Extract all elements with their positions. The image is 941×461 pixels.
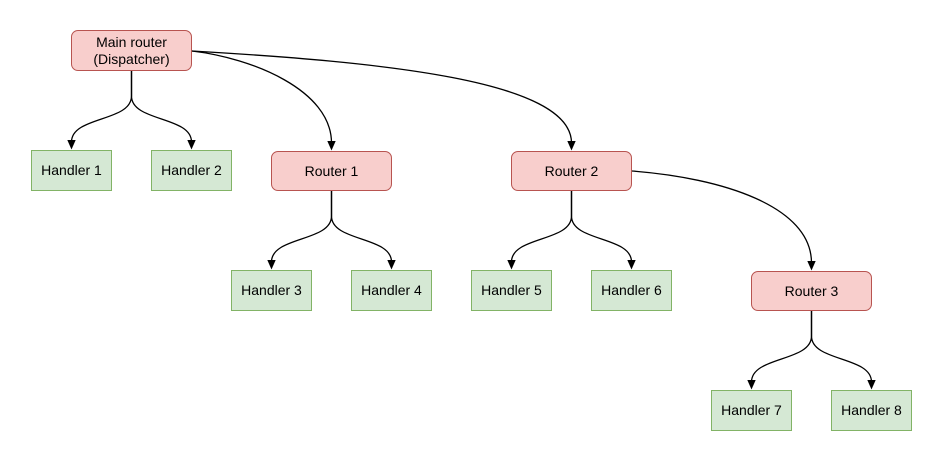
edge-router-3-to-handler-7	[747, 311, 813, 390]
edge-router-1-to-handler-3	[267, 191, 333, 270]
node-handler-7[interactable]: Handler 7	[711, 390, 792, 431]
node-main-router-label-line2: (Dispatcher)	[93, 50, 170, 67]
node-handler-8[interactable]: Handler 8	[831, 390, 912, 431]
node-router-1-label: Router 1	[304, 162, 359, 179]
node-router-2[interactable]: Router 2	[511, 151, 632, 191]
node-handler-1-label: Handler 1	[41, 162, 102, 178]
node-router-3[interactable]: Router 3	[751, 271, 872, 311]
edge-main-router-to-router-2	[191, 50, 576, 151]
node-router-1[interactable]: Router 1	[271, 151, 392, 191]
node-router-2-label: Router 2	[544, 162, 599, 179]
node-handler-4-label: Handler 4	[361, 282, 422, 298]
node-main-router-label-line1: Main router	[96, 33, 167, 50]
node-handler-2[interactable]: Handler 2	[151, 150, 232, 191]
edge-router-2-to-handler-6	[570, 191, 636, 270]
node-handler-8-label: Handler 8	[841, 402, 902, 418]
node-handler-5[interactable]: Handler 5	[471, 270, 552, 311]
node-handler-7-label: Handler 7	[721, 402, 782, 418]
edge-router-3-to-handler-8	[810, 311, 876, 390]
edge-main-router-to-handler-1	[67, 71, 133, 150]
node-handler-6[interactable]: Handler 6	[591, 270, 672, 311]
node-handler-4[interactable]: Handler 4	[351, 270, 432, 311]
edge-router-2-to-handler-5	[507, 191, 573, 270]
node-handler-3[interactable]: Handler 3	[231, 270, 312, 311]
node-router-3-label: Router 3	[784, 282, 839, 299]
edge-main-router-to-handler-2	[130, 71, 196, 150]
edge-router-1-to-handler-4	[330, 191, 396, 270]
node-handler-1[interactable]: Handler 1	[31, 150, 112, 191]
node-handler-5-label: Handler 5	[481, 282, 542, 298]
node-handler-3-label: Handler 3	[241, 282, 302, 298]
node-main-router[interactable]: Main router (Dispatcher)	[71, 30, 192, 71]
node-handler-6-label: Handler 6	[601, 282, 662, 298]
node-handler-2-label: Handler 2	[161, 162, 222, 178]
edge-router-2-to-router-3	[631, 170, 816, 271]
edge-main-router-to-router-1	[191, 50, 336, 151]
